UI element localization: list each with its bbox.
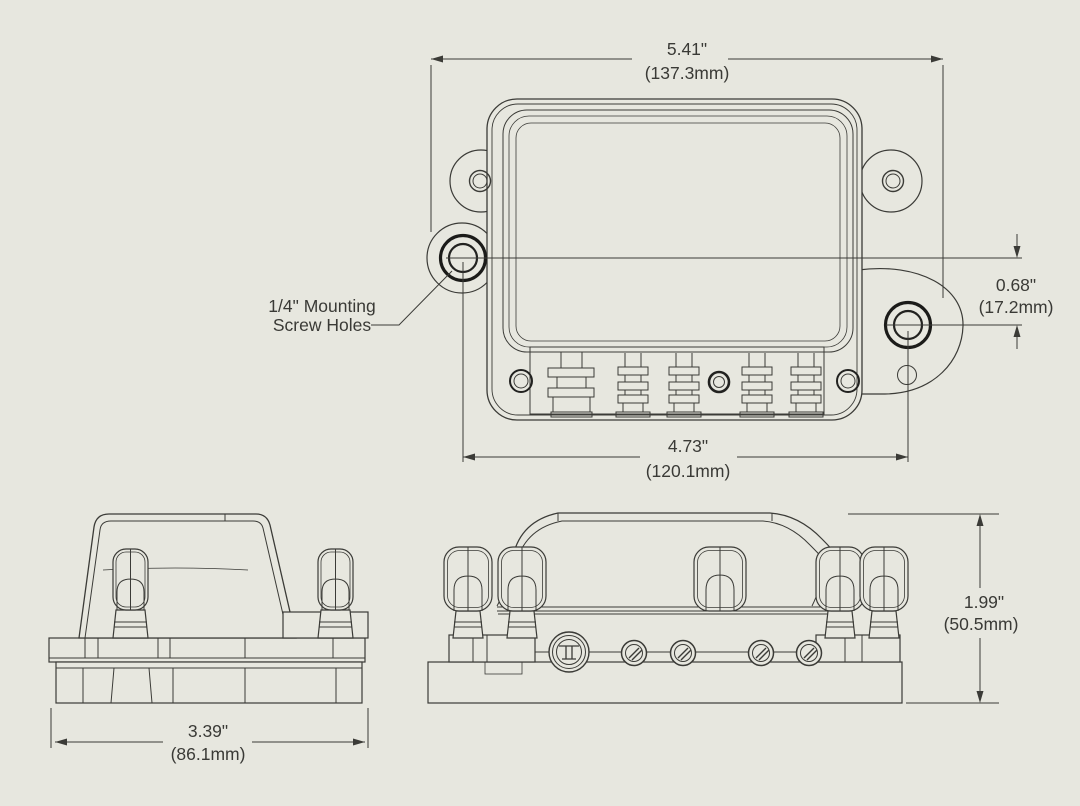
pedestal-left: [448, 634, 536, 663]
dimension-overall-height: 1.99" (50.5mm): [848, 513, 1019, 704]
arrowhead-left: [463, 453, 475, 461]
terminal-stud-3: [739, 353, 775, 418]
base-lower: [55, 661, 363, 704]
mounting-boss-right: [857, 268, 964, 395]
callout-line2: Screw Holes: [273, 315, 371, 335]
arrowhead-left: [55, 738, 67, 746]
dim-depth-inches: 3.39": [188, 721, 228, 741]
arrowhead-up: [976, 514, 984, 526]
dim-height-inches: 1.99": [964, 592, 1004, 612]
dimension-hole-spacing: 4.73" (120.1mm): [462, 262, 909, 481]
arrowhead-right: [931, 55, 943, 63]
dim-width-metric: (137.3mm): [645, 63, 730, 83]
dim-depth-metric: (86.1mm): [171, 744, 246, 764]
arrowhead-down: [1013, 246, 1021, 258]
arrowhead-right: [353, 738, 365, 746]
dim-spacing-metric: (120.1mm): [646, 461, 731, 481]
terminal-stud-4: [788, 353, 824, 418]
logo-emblem: [548, 631, 590, 673]
dimension-hole-offset: 0.68" (17.2mm): [446, 234, 1053, 349]
mounting-holes-callout: 1/4" Mounting Screw Holes: [268, 270, 453, 335]
ear-hole-top-right: [881, 169, 905, 193]
front-screw-1: [620, 639, 648, 667]
enclosure-outline: [486, 98, 863, 421]
wing-nut-2: [497, 546, 547, 639]
base-front: [427, 661, 903, 704]
enclosure-inner-wall: [491, 103, 858, 416]
arrowhead-down: [976, 691, 984, 703]
front-screw-4: [795, 639, 823, 667]
terminal-stud-2: [666, 353, 702, 418]
terminal-stud-side-right: [317, 548, 354, 639]
terminal-recess: [529, 346, 825, 415]
corner-hole-bottom-right: [836, 369, 860, 393]
arrowhead-left: [431, 55, 443, 63]
corner-hole-bottom-left: [509, 369, 533, 393]
terminal-stud-1: [615, 353, 651, 418]
leader-line: [371, 270, 453, 326]
cover-arc: [512, 512, 840, 559]
center-screw: [707, 370, 731, 394]
dim-width-inches: 5.41": [667, 39, 707, 59]
base-tab: [484, 661, 523, 675]
front-screw-3: [747, 639, 775, 667]
lid-outline: [502, 109, 854, 353]
dim-offset-metric: (17.2mm): [979, 297, 1054, 317]
wing-nut-3: [815, 546, 865, 639]
pedestal-right: [815, 634, 901, 663]
ear-top-right: [859, 149, 923, 213]
lid-top-face: [515, 122, 841, 342]
dim-offset-inches: 0.68": [996, 275, 1036, 295]
wing-nut-1: [443, 546, 493, 639]
cover-profile: [78, 513, 297, 639]
side-view: [48, 513, 369, 704]
arrowhead-right: [896, 453, 908, 461]
terminal-stud-side-left: [112, 548, 149, 639]
terminal-stud-large: [547, 352, 595, 418]
dimension-overall-depth: 3.39" (86.1mm): [50, 708, 369, 764]
top-view: [426, 98, 964, 421]
dimension-overall-width: 5.41" (137.3mm): [430, 39, 944, 298]
arrowhead-up: [1013, 325, 1021, 337]
front-view: [427, 512, 909, 704]
ear-hole-top-left: [468, 169, 492, 193]
front-screw-2: [669, 639, 697, 667]
callout-line1: 1/4" Mounting: [268, 296, 375, 316]
wing-nut-middle: [693, 546, 747, 612]
drain-hole: [897, 365, 917, 385]
wing-nut-4: [859, 546, 909, 639]
dim-height-metric: (50.5mm): [944, 614, 1019, 634]
dim-spacing-inches: 4.73": [668, 436, 708, 456]
